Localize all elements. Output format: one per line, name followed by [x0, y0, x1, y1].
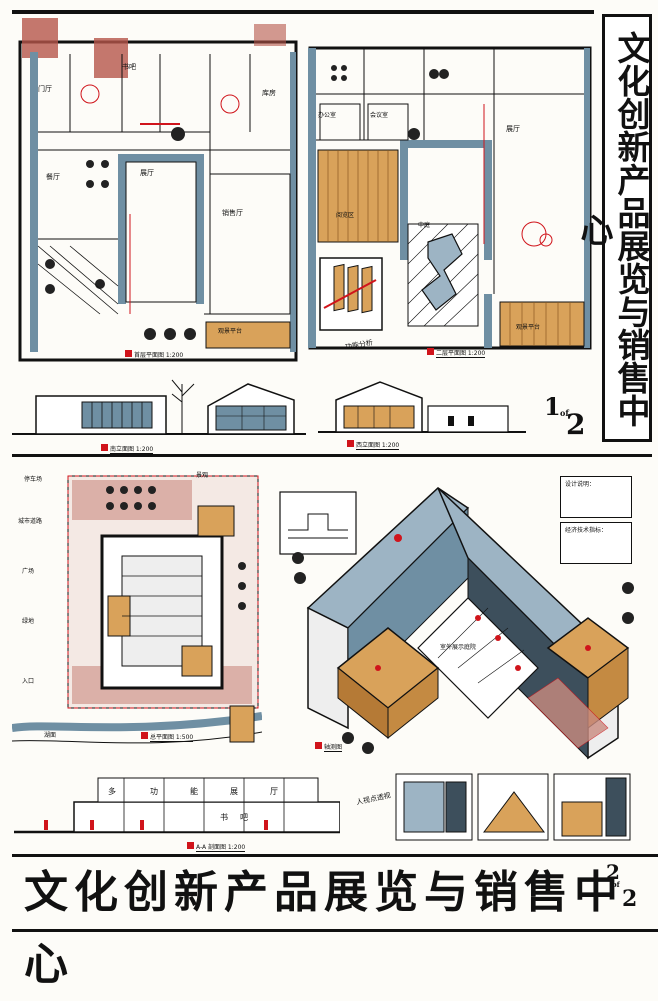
- blue-wall: [400, 140, 486, 148]
- blue-wall: [484, 140, 492, 260]
- blue-wall: [196, 154, 204, 304]
- wood-pier: [229, 705, 255, 743]
- room-label-library: 书吧: [122, 63, 136, 71]
- wood-platform: [205, 321, 291, 349]
- wood-deck: [197, 505, 235, 537]
- section-label-7: 吧: [240, 813, 248, 822]
- section-label-5: 厅: [270, 787, 278, 796]
- axon-label-courtyard: 室外展示庭院: [440, 644, 477, 651]
- design-notes-box: 设计说明：: [560, 476, 632, 518]
- section-label-6: 书: [220, 813, 228, 822]
- wood-deck: [181, 645, 213, 677]
- blue-wall: [584, 48, 590, 348]
- section-label-3: 能: [190, 787, 198, 796]
- site-label-landscape: 景观: [196, 472, 209, 479]
- west-elevation: [318, 381, 526, 433]
- room-label-platform-2: 观景平台: [516, 324, 541, 331]
- perspective-caption: 人视点透视: [355, 791, 392, 807]
- site-plan-caption: 总平面图 1:500: [141, 732, 194, 742]
- vertical-title: 文化创新产品展览与销售中心: [575, 14, 652, 442]
- brick-paving: [72, 480, 192, 520]
- section-label-2: 功: [150, 787, 158, 796]
- site-label-road: 城市道路: [18, 518, 43, 525]
- ground-floor-plan: [18, 18, 298, 362]
- section-label-1: 多: [108, 787, 116, 796]
- blue-wall: [290, 52, 296, 352]
- horizontal-title: 文化创新产品展览与销售中心: [12, 854, 658, 990]
- site-label-entrance: 入口: [22, 678, 35, 685]
- axonometric-view: [292, 487, 634, 760]
- function-analysis-diagram: [319, 257, 383, 331]
- site-label-plaza: 广场: [22, 568, 35, 575]
- room-label-restaurant: 餐厅: [46, 173, 60, 181]
- tech-index-title: 经济技术指标：: [565, 527, 608, 534]
- section-label-4: 展: [230, 787, 238, 796]
- bottom-sheet: 停车场 城市道路 广场 绿地 湖面 入口 景观 总平面图 1:500: [0, 456, 658, 990]
- room-label-storage: 库房: [262, 89, 276, 97]
- blue-wall: [400, 140, 408, 260]
- site-label-parking: 停车场: [24, 476, 43, 483]
- site-plan: [12, 475, 262, 744]
- west-elevation-caption: 西立面图 1:200: [347, 440, 400, 450]
- page-number-top: 1 of 2: [544, 392, 586, 441]
- detail-sketch: [279, 491, 357, 555]
- plan-outer-wall: [18, 40, 298, 362]
- site-label-green: 绿地: [22, 618, 35, 625]
- axon-caption: 轴测图: [315, 742, 343, 752]
- top-sheet-frame: [12, 10, 594, 14]
- blue-wall: [118, 154, 204, 162]
- room-label-exhibition: 展厅: [140, 169, 154, 177]
- blue-wall: [484, 294, 492, 348]
- blue-wall: [30, 52, 38, 352]
- room-label-reading: 阅览区: [336, 212, 355, 219]
- second-floor-plan: [308, 46, 592, 350]
- room-label-platform: 观景平台: [218, 328, 243, 335]
- tech-index-box: 经济技术指标：: [560, 522, 632, 564]
- blue-wall: [118, 154, 126, 304]
- brick-area: [254, 24, 286, 46]
- south-elevation-caption: 南立面图 1:200: [101, 444, 154, 454]
- design-notes-title: 设计说明：: [565, 481, 596, 488]
- blue-wall: [308, 48, 316, 348]
- brick-area: [94, 38, 128, 78]
- site-label-lake: 湖面: [44, 732, 57, 739]
- section-caption: A-A 剖面图 1:200: [187, 842, 246, 852]
- room-label-exhibition-2: 展厅: [506, 125, 520, 133]
- room-label-void: 中庭: [418, 222, 431, 229]
- room-label-lobby: 门厅: [38, 85, 52, 93]
- second-floor-caption: 二层平面图 1:200: [427, 348, 486, 358]
- sheet-divider: [12, 454, 652, 457]
- wood-floor: [499, 301, 585, 347]
- room-label-meeting: 会议室: [370, 112, 389, 119]
- room-label-office: 办公室: [318, 112, 337, 119]
- room-label-sales: 销售厅: [222, 209, 243, 217]
- page-number-bottom: 2 of 2: [606, 860, 638, 912]
- top-sheet: 餐厅 展厅 销售厅 书吧 库房 门厅 观景平台 首层平面图 1:200: [0, 0, 658, 454]
- brick-area: [22, 18, 58, 58]
- ground-floor-caption: 首层平面图 1:200: [125, 350, 184, 360]
- south-elevation: [12, 379, 306, 435]
- section-drawing: [14, 777, 340, 834]
- perspective-sketches: [395, 773, 631, 841]
